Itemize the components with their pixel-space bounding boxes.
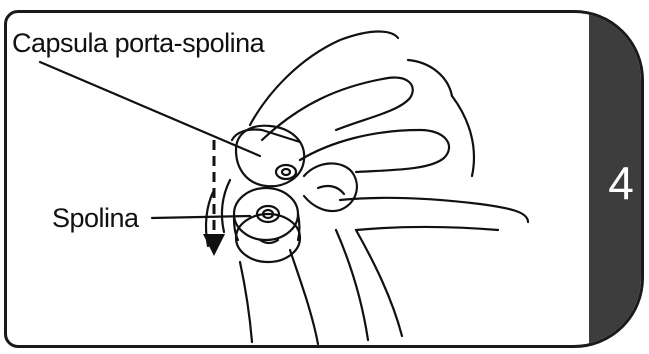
middle-finger-outline xyxy=(300,130,449,172)
lower-hand xyxy=(356,227,498,230)
down-arrow-icon xyxy=(203,234,225,256)
ring-finger-outline xyxy=(340,198,528,222)
bobbin-case-label: Capsula porta-spolina xyxy=(12,28,264,59)
back-of-hand xyxy=(452,96,474,176)
bobbin-label: Spolina xyxy=(52,203,139,234)
thumb-outline xyxy=(250,32,398,126)
lower-finger-2 xyxy=(290,250,318,344)
knuckle-outline xyxy=(408,60,452,96)
lower-finger-3 xyxy=(336,230,368,340)
bobbin-case-hub xyxy=(276,165,296,179)
bobbin-case-leader-line xyxy=(40,62,260,156)
lower-finger-4 xyxy=(356,230,402,336)
lower-finger-1 xyxy=(240,262,252,342)
